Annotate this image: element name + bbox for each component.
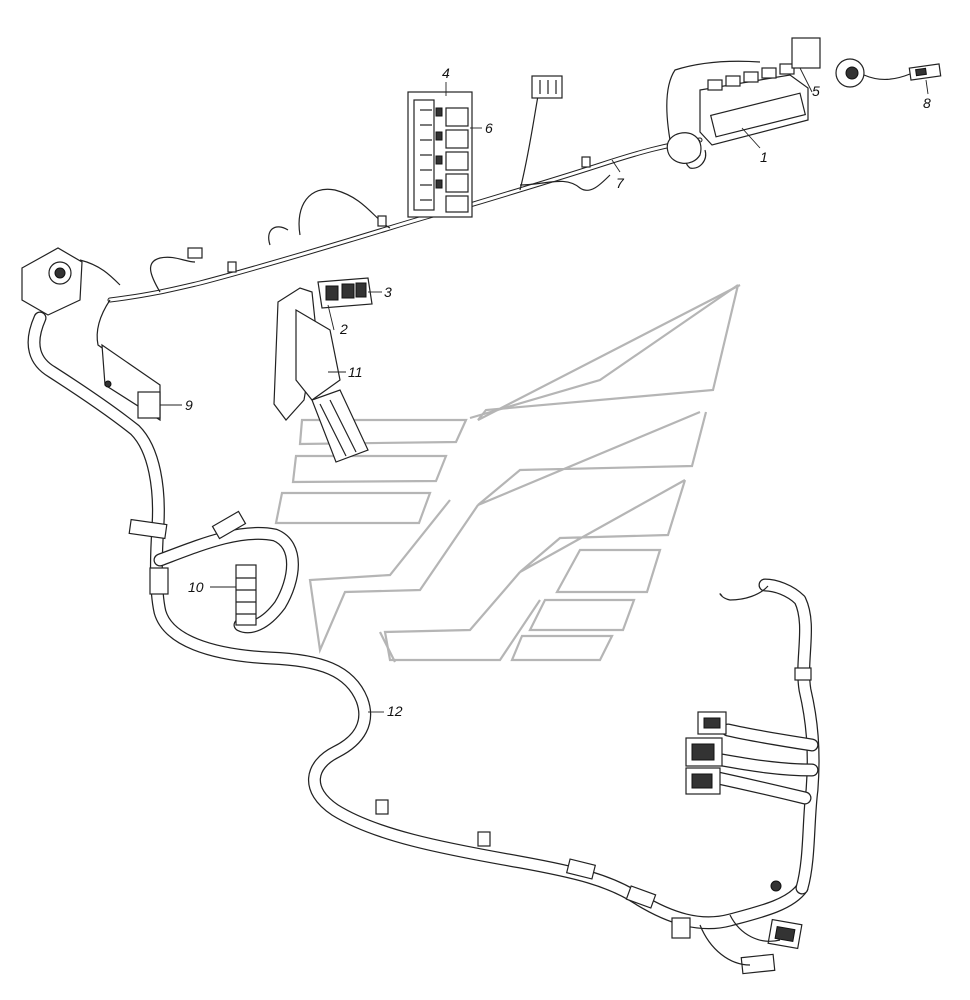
upper-wiring-harness[interactable] — [79, 60, 761, 351]
rear-socket[interactable] — [21, 247, 83, 316]
main-wiring-harness[interactable] — [27, 311, 820, 930]
callout-7: 7 — [616, 175, 625, 191]
plug-connector[interactable] — [908, 63, 942, 81]
callout-labels: 1 2 3 4 5 6 7 8 9 10 11 12 — [185, 65, 931, 719]
right-connector-group[interactable] — [671, 585, 803, 975]
control-unit-block[interactable] — [666, 63, 809, 164]
callout-5: 5 — [812, 83, 820, 99]
socket-connector[interactable] — [791, 37, 911, 88]
callout-8: 8 — [923, 95, 931, 111]
callout-3: 3 — [384, 284, 392, 300]
switch-block[interactable] — [317, 277, 373, 309]
side-module[interactable] — [101, 343, 161, 422]
callout-9: 9 — [185, 397, 193, 413]
callout-12: 12 — [387, 703, 403, 719]
callout-6: 6 — [485, 120, 493, 136]
callout-2: 2 — [339, 321, 348, 337]
watermark-logo — [274, 284, 741, 663]
callout-1: 1 — [760, 149, 768, 165]
leader-lines — [160, 67, 929, 713]
callout-4: 4 — [442, 65, 450, 81]
callout-10: 10 — [188, 579, 204, 595]
relay-stack[interactable] — [445, 107, 469, 213]
callout-11: 11 — [348, 364, 363, 380]
harness-connector-10[interactable] — [211, 510, 257, 626]
accelerator-pedal[interactable] — [273, 287, 369, 463]
